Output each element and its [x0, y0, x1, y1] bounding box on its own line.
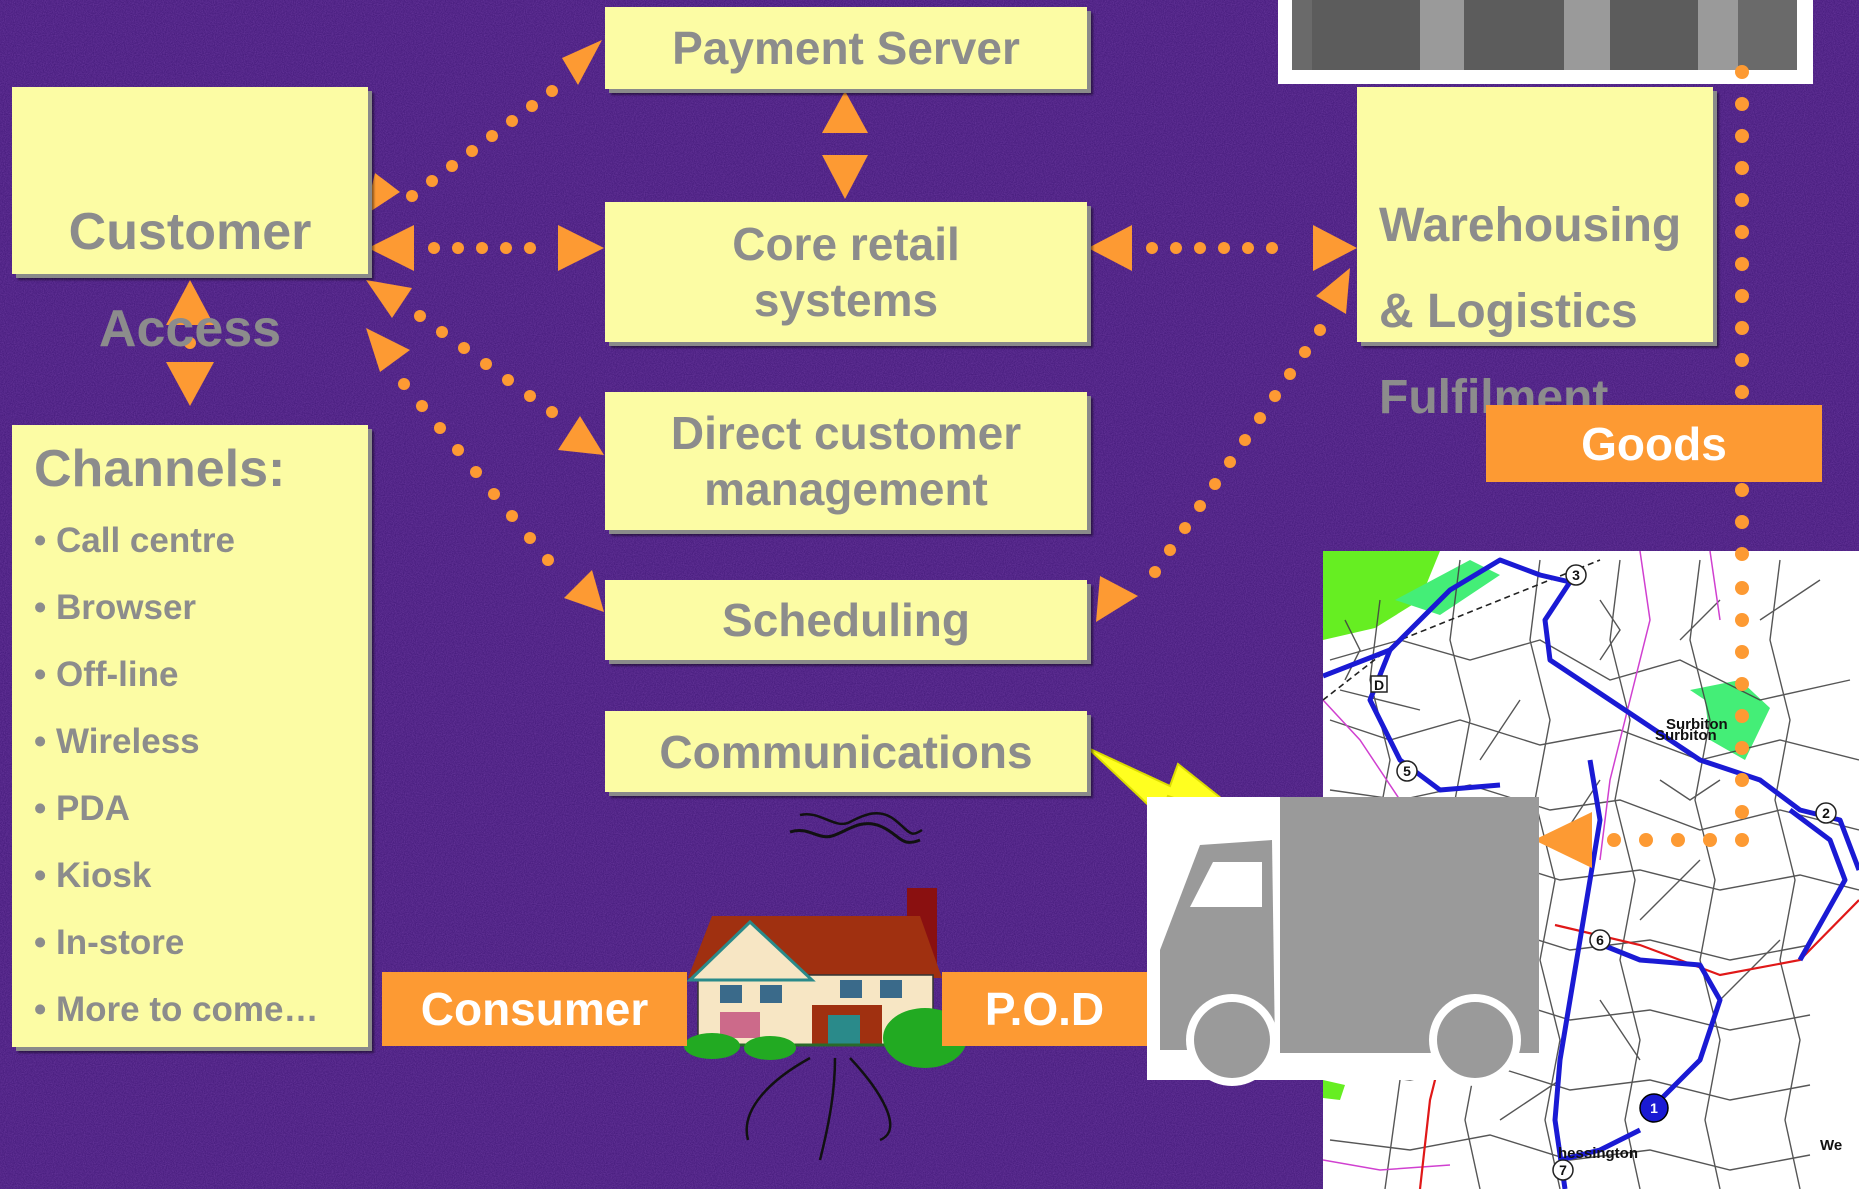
- channel-item: • Call centre: [34, 521, 235, 560]
- payment-server-box: Payment Server: [605, 7, 1087, 89]
- direct-customer-label: Direct customer management: [670, 407, 1022, 515]
- communications-label: Communications: [659, 725, 1033, 778]
- channel-item: • PDA: [34, 789, 130, 828]
- customer-access-label: Customer Access: [68, 203, 312, 358]
- channel-item: • In-store: [34, 923, 185, 962]
- channels-list: • Call centre • Browser • Off-line • Wir…: [34, 521, 368, 1057]
- pod-label: P.O.D: [942, 972, 1147, 1046]
- warehousing-box: Warehousing & Logistics Fulfilment: [1357, 87, 1713, 424]
- scheduling-label: Scheduling: [722, 594, 970, 646]
- consumer-label: Consumer: [382, 972, 687, 1046]
- pod-label-text: P.O.D: [984, 983, 1105, 1035]
- direct-customer-box: Direct customer management: [605, 392, 1087, 530]
- payment-server-label: Payment Server: [672, 22, 1020, 74]
- channels-box: Channels: • Call centre • Browser • Off-…: [12, 425, 368, 1047]
- channels-title: Channels:: [34, 440, 286, 498]
- channel-item: • More to come…: [34, 990, 319, 1029]
- channel-item: • Off-line: [34, 655, 179, 694]
- channel-item: • Wireless: [34, 722, 200, 761]
- scheduling-box: Scheduling: [605, 580, 1087, 660]
- core-retail-label: Core retail systems: [732, 218, 960, 326]
- goods-label: Goods: [1486, 405, 1822, 482]
- core-retail-box: Core retail systems: [605, 202, 1087, 342]
- goods-label-text: Goods: [1581, 417, 1727, 470]
- channel-item: • Kiosk: [34, 856, 152, 895]
- communications-box: Communications: [605, 711, 1087, 792]
- warehousing-label: Warehousing & Logistics Fulfilment: [1379, 199, 1682, 424]
- customer-access-box: Customer Access: [12, 87, 368, 358]
- channel-item: • Browser: [34, 588, 197, 627]
- consumer-label-text: Consumer: [420, 983, 649, 1035]
